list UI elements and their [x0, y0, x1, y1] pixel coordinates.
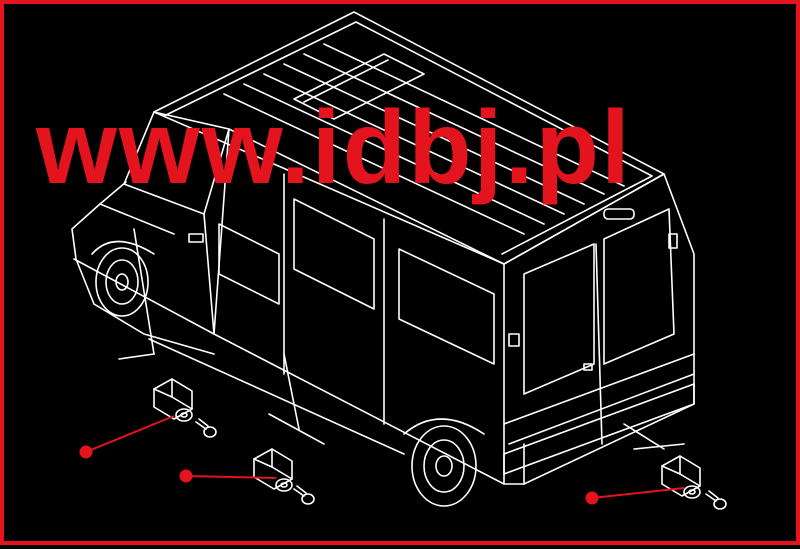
callout-line-2: [185, 475, 277, 479]
leader-lines: [118, 228, 685, 450]
van-diagram: [71, 11, 727, 510]
screw-icon: [293, 485, 315, 505]
callout-line-1: [85, 415, 175, 453]
door-contact-switch-icon: [253, 448, 293, 492]
van-body-icon: [71, 11, 695, 507]
door-contact-switch-icon: [661, 455, 701, 499]
callout-dot-2: [179, 469, 193, 483]
callout-dot-3: [585, 491, 599, 505]
door-contact-switch-icon: [153, 378, 193, 422]
callout-dot-1: [79, 445, 93, 459]
callouts: [79, 415, 685, 505]
callout-line-3: [591, 487, 685, 499]
screw-icon: [195, 418, 217, 438]
screw-icon: [705, 490, 727, 510]
